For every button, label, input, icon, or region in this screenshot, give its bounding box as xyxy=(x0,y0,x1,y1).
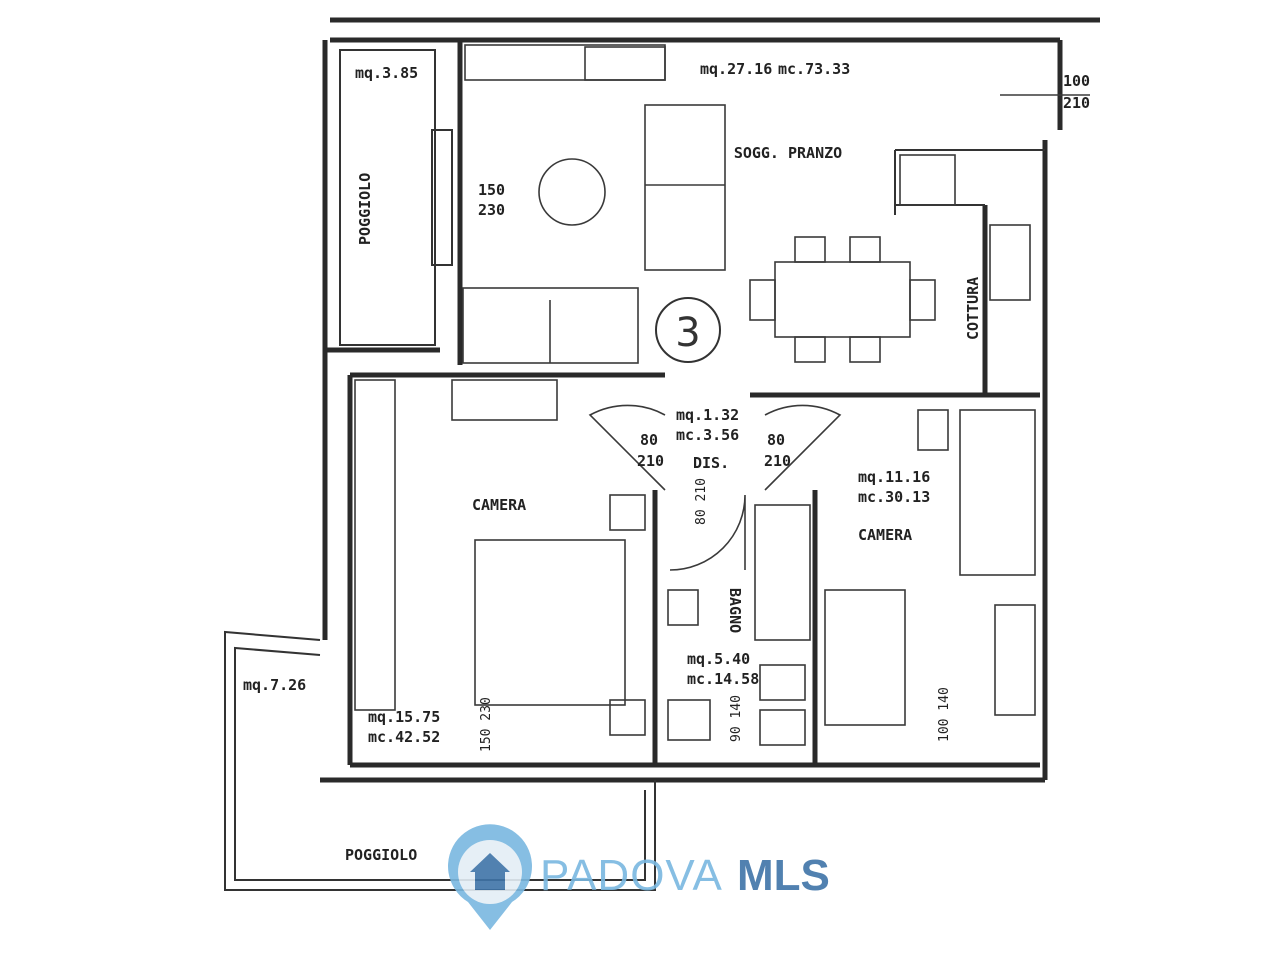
bathroom-name: BAGNO xyxy=(726,588,744,633)
hall-area: mq.1.32 xyxy=(676,406,739,424)
bathroom-volume: mc.14.58 xyxy=(687,670,759,688)
living-volume: mc.73.33 xyxy=(778,60,850,78)
bedroom-left-volume: mc.42.52 xyxy=(368,728,440,746)
bedroom-right-window: 100 140 xyxy=(937,687,952,742)
logo-text-mls: MLS xyxy=(737,851,830,900)
kitchen-name: COTTURA xyxy=(964,277,982,340)
entry-door-height: 210 xyxy=(1063,94,1090,112)
bedroom-left-area: mq.15.75 xyxy=(368,708,440,726)
unit-number: 3 xyxy=(675,310,700,356)
hall-door-right-width: 80 xyxy=(767,431,785,449)
bedroom-left-window: 150 230 xyxy=(479,697,494,752)
hall-volume: mc.3.56 xyxy=(676,426,739,444)
hall-door-bath: 80 210 xyxy=(694,478,709,525)
balcony-top-name: POGGIOLO xyxy=(356,173,374,245)
hall-door-right-height: 210 xyxy=(764,452,791,470)
hall-door-left-height: 210 xyxy=(637,452,664,470)
walls xyxy=(224,17,1100,891)
logo-text-padova: PADOVA xyxy=(540,851,723,900)
bedroom-right-name: CAMERA xyxy=(858,526,912,544)
living-window-height: 230 xyxy=(478,201,505,219)
bathroom-window: 90 140 xyxy=(729,695,744,742)
house-icon xyxy=(470,853,510,890)
bathroom-area: mq.5.40 xyxy=(687,650,750,668)
balcony-bottom-name: POGGIOLO xyxy=(345,846,417,864)
furniture xyxy=(354,44,1036,746)
hall-name: DIS. xyxy=(693,454,729,472)
doors xyxy=(588,94,1090,571)
bedroom-right-area: mq.11.16 xyxy=(858,468,930,486)
bedroom-left-name: CAMERA xyxy=(472,496,526,514)
living-name: SOGG. PRANZO xyxy=(734,144,842,162)
padova-mls-logo: PADOVA MLS xyxy=(448,824,830,930)
living-window-width: 150 xyxy=(478,181,505,199)
balcony-bottom-area: mq.7.26 xyxy=(243,676,306,694)
entry-door-width: 100 xyxy=(1063,72,1090,90)
unit-number-circle xyxy=(655,297,721,363)
hall-door-left-width: 80 xyxy=(640,431,658,449)
living-area: mq.27.16 xyxy=(700,60,772,78)
balcony-top-area: mq.3.85 xyxy=(355,64,418,82)
bedroom-right-volume: mc.30.13 xyxy=(858,488,930,506)
